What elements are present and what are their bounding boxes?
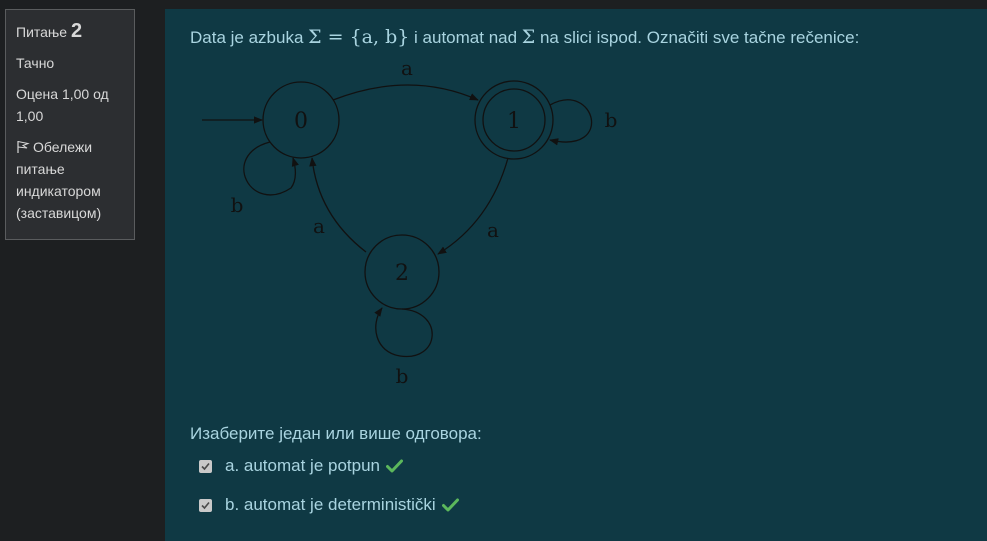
flag-question-label[interactable]: Обележи питање индикатором (заставицом) [16,139,102,221]
option-a-checkbox[interactable] [199,459,212,473]
question-grade: Оцена 1,00 од 1,00 [16,86,109,124]
state-1-inner-circle [482,88,546,152]
question-number: 2 [70,20,83,42]
edge-1-1-label: b [605,108,618,132]
edge-0-0 [243,141,299,196]
edge-1-2 [437,157,509,255]
edge-1-2-label: a [487,218,499,242]
sigma-symbol: Σ [521,26,536,48]
state-1-outer-circle [474,80,554,160]
option-b[interactable]: b. automat je deterministički [199,495,459,515]
automaton-diagram: 0 1 2 a b b a a b [202,56,618,388]
question-text: Data je azbuka Σ = {a, b} i automat nad … [190,26,859,48]
option-b-label[interactable]: b. automat je deterministički [225,495,436,514]
question-content: Data je azbuka Σ = {a, b} i automat nad … [165,9,987,541]
flag-question-link[interactable]: Обележи питање индикатором (заставицом) [16,136,124,224]
edge-2-0-label: a [313,214,325,238]
flag-icon[interactable] [16,140,30,154]
edge-1-1 [549,99,593,146]
state-0-label: 0 [294,109,308,134]
state-1-label: 1 [507,109,521,134]
edge-0-0-label: b [231,193,244,217]
question-text-middle: i automat nad [409,28,522,47]
correct-tick-icon [386,459,404,473]
question-text-start: Data je azbuka [190,28,309,47]
state-2-label: 2 [395,261,409,286]
option-a[interactable]: a. automat je potpun [199,456,404,476]
option-a-label[interactable]: a. automat je potpun [225,456,381,475]
question-status: Тачно [16,55,55,71]
alphabet-formula: Σ = {a, b} [308,26,410,48]
answer-prompt: Изаберите један или више одговора: [190,424,482,443]
question-number-line: Питање 2 [16,20,124,43]
question-label: Питање [16,24,68,40]
correct-tick-icon [441,498,459,512]
edge-2-2-label: b [396,364,409,388]
question-info-box: Питање 2 Тачно Оцена 1,00 од 1,00 Обележ… [5,9,135,240]
edge-2-0 [309,157,367,253]
edge-0-1-label: a [401,56,413,80]
state-0-circle [262,81,340,159]
edge-0-1 [332,84,479,101]
edge-2-2 [374,307,433,358]
option-b-checkbox[interactable] [199,498,212,512]
checkmark-icon [201,501,210,509]
question-text-end: na slici ispod. Označiti sve tačne rečen… [535,28,860,47]
checkmark-icon [201,462,210,470]
